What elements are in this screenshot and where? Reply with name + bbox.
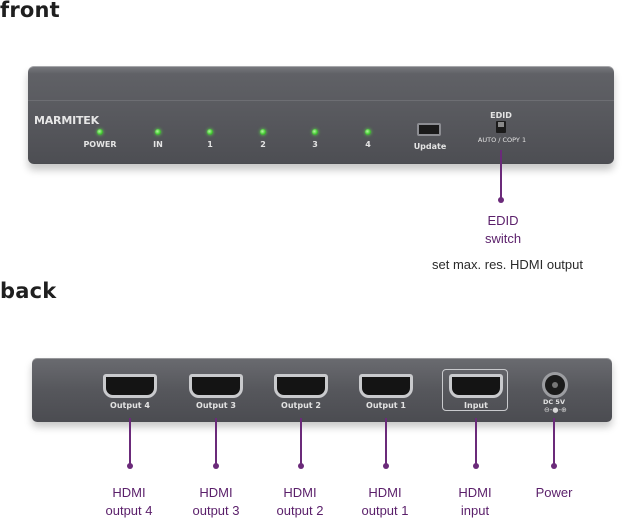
callout-output-2: HDMI output 2 <box>260 484 340 520</box>
edid-callout: EDID switch <box>463 212 543 248</box>
edid-callout-dot <box>498 197 504 203</box>
callout-output-3: HDMI output 3 <box>176 484 256 520</box>
callout-line-output-3 <box>215 418 217 466</box>
callout-output-3-line1: HDMI <box>199 485 233 500</box>
label-4: 4 <box>365 140 371 149</box>
callout-output-2-line2: output 2 <box>276 503 324 518</box>
callout-output-4: HDMI output 4 <box>89 484 169 520</box>
hdmi-output-1-port-icon <box>359 374 413 398</box>
back-label-output-4: Output 4 <box>110 401 150 410</box>
edid-callout-line2: switch <box>484 231 522 246</box>
in-led-icon <box>155 129 161 135</box>
hdmi-output-2-port-icon <box>274 374 328 398</box>
callout-dot-output-2 <box>298 463 304 469</box>
callout-input-line1: HDMI <box>458 485 492 500</box>
edid-switch-icon <box>496 121 506 133</box>
label-update: Update <box>413 142 447 151</box>
callout-dot-output-1 <box>383 463 389 469</box>
callout-dot-output-4 <box>127 463 133 469</box>
callout-input-line2: input <box>460 503 490 518</box>
callout-output-1-line1: HDMI <box>368 485 402 500</box>
dc-power-jack-icon <box>542 372 568 398</box>
hdmi-output-4-port-icon <box>103 374 157 398</box>
led-2-icon <box>260 129 266 135</box>
callout-power-line1: Power <box>535 485 573 500</box>
callout-dot-output-3 <box>213 463 219 469</box>
edid-note: set max. res. HDMI output <box>432 257 583 272</box>
back-label-output-1: Output 1 <box>366 401 406 410</box>
label-1: 1 <box>207 140 213 149</box>
back-label-input: Input <box>464 401 488 410</box>
hdmi-input-port-icon <box>449 374 503 398</box>
brand-logo: MARMITEK <box>34 114 99 127</box>
edid-callout-line1: EDID <box>487 213 519 228</box>
front-panel <box>28 100 614 163</box>
power-led-icon <box>97 129 103 135</box>
callout-output-4-line1: HDMI <box>112 485 146 500</box>
label-in: IN <box>153 140 163 149</box>
label-power: POWER <box>83 140 117 149</box>
callout-line-output-2 <box>300 418 302 466</box>
callout-line-output-4 <box>129 418 131 466</box>
back-label-output-3: Output 3 <box>196 401 236 410</box>
callout-power: Power <box>514 484 594 502</box>
callout-dot-power <box>551 463 557 469</box>
led-3-icon <box>312 129 318 135</box>
hdmi-output-3-port-icon <box>189 374 243 398</box>
callout-output-2-line1: HDMI <box>283 485 317 500</box>
front-title: front <box>0 0 60 22</box>
input-frame <box>442 369 508 411</box>
polarity-symbol-icon: ⊖-●-⊕ <box>544 406 567 414</box>
callout-input: HDMI input <box>435 484 515 520</box>
callout-output-1-line2: output 1 <box>361 503 409 518</box>
edid-label: EDID <box>490 111 512 120</box>
edid-callout-line <box>500 150 502 200</box>
callout-line-power <box>553 418 555 466</box>
label-2: 2 <box>260 140 266 149</box>
callout-line-output-1 <box>385 418 387 466</box>
back-label-output-2: Output 2 <box>281 401 321 410</box>
callout-output-3-line2: output 3 <box>192 503 240 518</box>
callout-line-input <box>475 418 477 466</box>
callout-dot-input <box>473 463 479 469</box>
edid-modes-label: AUTO / COPY 1 <box>477 136 527 144</box>
led-4-icon <box>365 129 371 135</box>
usb-update-port-icon <box>417 123 441 136</box>
callout-output-1: HDMI output 1 <box>345 484 425 520</box>
label-3: 3 <box>312 140 318 149</box>
led-1-icon <box>207 129 213 135</box>
callout-output-4-line2: output 4 <box>105 503 153 518</box>
back-title: back <box>0 279 57 303</box>
dc-5v-label: DC 5V <box>543 398 565 406</box>
